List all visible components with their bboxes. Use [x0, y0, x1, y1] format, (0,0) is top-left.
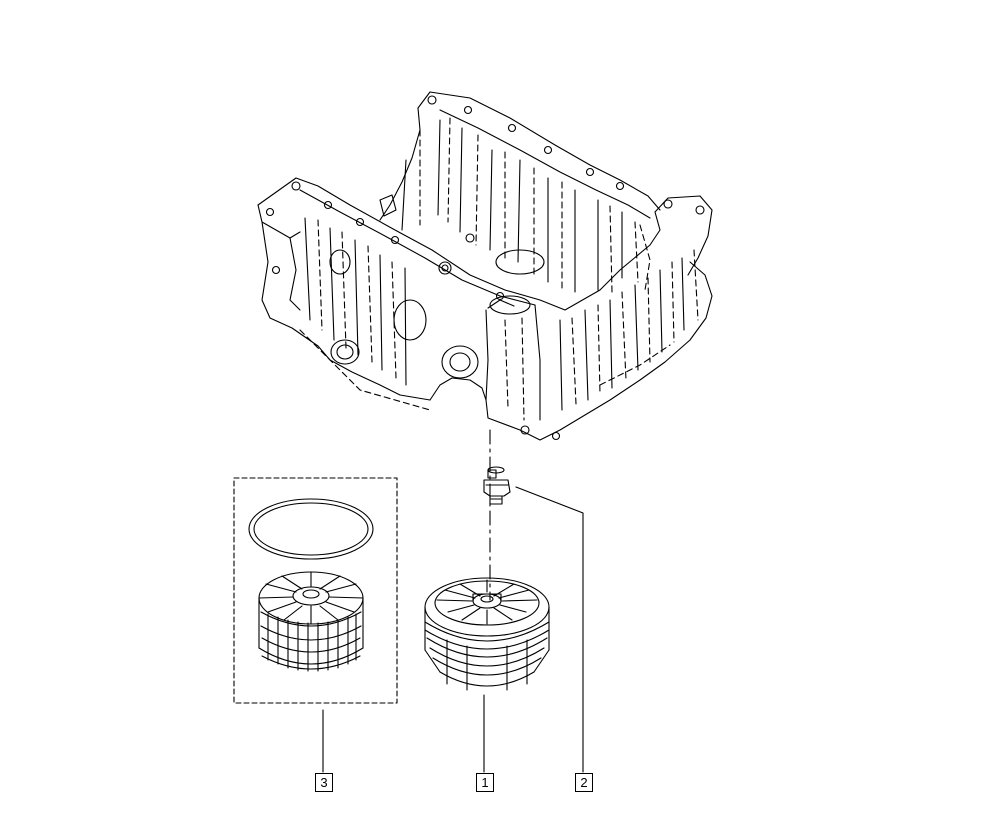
filter-fitting-part-2: [483, 466, 511, 505]
engine-crankcase: [257, 91, 713, 441]
filter-housing-cap-part-1: [424, 577, 550, 691]
service-kit-box-part-3: [233, 477, 398, 704]
o-ring-seal: [248, 498, 374, 560]
callout-label-2: 2: [575, 773, 593, 792]
callout-label-1: 1: [476, 773, 494, 792]
filter-element: [258, 571, 364, 672]
callout-label-3: 3: [315, 773, 333, 792]
leader-line-2: [515, 486, 584, 773]
crankcase-hidden-edges: [299, 117, 699, 421]
